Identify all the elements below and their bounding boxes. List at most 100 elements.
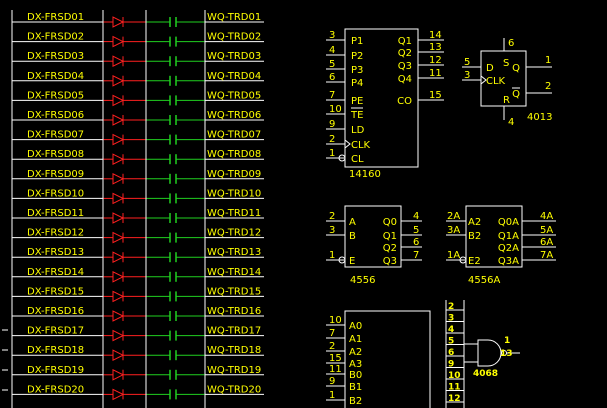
chip-4013-pin-number: 1 [545,55,551,66]
row-right-label: WQ-TRD06 [207,110,261,121]
chip-4013-top-pin-number: 6 [508,38,514,49]
chip-4013-name: 4013 [527,112,552,123]
chip-4013-bottom-label: R [503,95,510,106]
chip-4556-pin-label: Q0 [383,217,397,228]
diode-symbol [112,212,125,224]
chip-4556-pin-label: Q2 [383,243,397,254]
chip-14160-pin-number: 9 [329,119,335,130]
chip-4556A-pin-label: Q0A [498,217,519,228]
chip-4556A-pin-label: A2 [468,217,481,228]
chip-4068-pin-number: 2 [448,302,454,312]
chip-4556A-pin-number: 7A [540,250,553,261]
chip-14160-pin-label: P3 [351,65,363,76]
row-right-label: WQ-TRD13 [207,247,261,258]
chip-14160-pin-label: P4 [351,78,363,89]
row-left-label: DX-FRSD03 [27,51,84,62]
chip-4013-pin-label: Q [512,89,520,100]
chip-4556-pin-number: 6 [413,237,419,248]
chip-4556A-body [465,205,523,268]
diode-symbol [112,349,125,362]
chip-14160-pin-number: 3 [329,30,335,41]
chip-4013-pin-label: CLK [486,76,506,87]
row-left-label: DX-FRSD12 [27,228,84,239]
chip-14160-pin-number: 10 [329,104,342,115]
chip-4556A-pin-label: E2 [468,256,481,267]
chip-4013-pin-number: 2 [545,81,551,92]
chip-bottom-pin-label: B0 [349,370,362,381]
row-left-label: DX-FRSD14 [27,267,84,278]
diode-symbol [112,153,125,166]
chip-14160-pin-number: 5 [329,59,335,70]
row-right-label: WQ-TRD10 [207,188,261,199]
chip-14160-pin-label: CL [351,154,364,165]
row-left-label: DX-FRSD02 [27,32,84,43]
chip-4556A-pin-label: Q3A [498,256,519,267]
row-right-label: WQ-TRD11 [207,208,261,219]
chip-14160-pin-number: 6 [329,72,335,83]
row-right-label: WQ-TRD12 [207,228,261,239]
diode-symbol [112,388,125,401]
row-left-label: DX-FRSD05 [27,90,84,101]
chip-4068-gate-body [477,339,502,367]
chip-bottom-pin-label: A1 [349,334,362,345]
diode-symbol [112,55,125,68]
row-right-label: WQ-TRD09 [207,169,261,180]
chip-bottom-pin-number: 7 [329,328,335,339]
row-left-label: DX-FRSD07 [27,130,84,141]
row-right-label: WQ-TRD16 [207,306,261,317]
row-right-label: WQ-TRD08 [207,149,261,160]
chip-4556A-pin-number: 3A [447,225,460,236]
chip-4556A-pin-number: 5A [540,225,553,236]
chip-14160-pin-number: 11 [429,68,442,79]
chip-4068-out-pin-number: 13 [500,349,513,359]
chip-14160-cl-bubble [338,154,346,162]
chip-4556-pin-number: 5 [413,225,419,236]
row-left-label: DX-FRSD13 [27,247,84,258]
row-left-label: DX-FRSD06 [27,110,84,121]
row-right-label: WQ-TRD03 [207,51,261,62]
chip-14160-pin-label: Q1 [398,36,412,47]
row-right-label: WQ-TRD15 [207,286,261,297]
diode-symbol [112,368,125,381]
chip-4556-pin-label: Q3 [383,256,397,267]
diode-symbol [112,270,125,283]
row-right-label: WQ-TRD20 [207,384,261,395]
diode-symbol [112,133,125,146]
chip-4556-pin-label: A [349,217,356,228]
chip-14160-name: 14160 [349,169,381,180]
chip-4556A-pin-label: Q2A [498,243,519,254]
row-right-label: WQ-TRD05 [207,90,261,101]
chip-14160-body [344,28,419,168]
row-right-label: WQ-TRD07 [207,130,261,141]
chip-4556-pin-label: Q1 [383,231,397,242]
diode-symbol [112,231,125,244]
row-left-label: DX-FRSD18 [27,345,84,356]
chip-4068-pin-number: 3 [448,314,454,324]
chip-bottom-pin-number: 11 [329,364,342,375]
row-left-label: DX-FRSD09 [27,169,84,180]
row-left-label: DX-FRSD04 [27,71,84,82]
chip-14160-pin-label: LD [351,125,365,136]
row-right-label: WQ-TRD18 [207,345,261,356]
chip-4556A-pin-label: Q1A [498,231,519,242]
chip-4013-clock-mark [480,75,487,85]
row-left-label: DX-FRSD10 [27,188,84,199]
chip-4013-pin-label: D [486,63,494,74]
row-left-label: DX-FRSD08 [27,149,84,160]
chip-14160-pin-label: Q2 [398,48,412,59]
chip-4556A-pin-number: 6A [540,237,553,248]
diode-symbol [112,74,125,87]
chip-4013-pin-label: Q [512,63,520,74]
diode-symbol [112,35,125,48]
chip-4013-top-label: S [503,58,509,69]
row-left-label: DX-FRSD20 [27,384,84,395]
chip-14160-pin-label: Q4 [398,74,412,85]
diode-symbol [112,290,125,303]
chip-4556A-pin-label: B2 [468,231,481,242]
chip-14160-pin-label: CLK [351,140,371,151]
chip-4556A-name: 4556A [468,275,500,286]
diode-symbol [112,16,125,28]
chip-bottom-pin-label: A0 [349,321,362,332]
